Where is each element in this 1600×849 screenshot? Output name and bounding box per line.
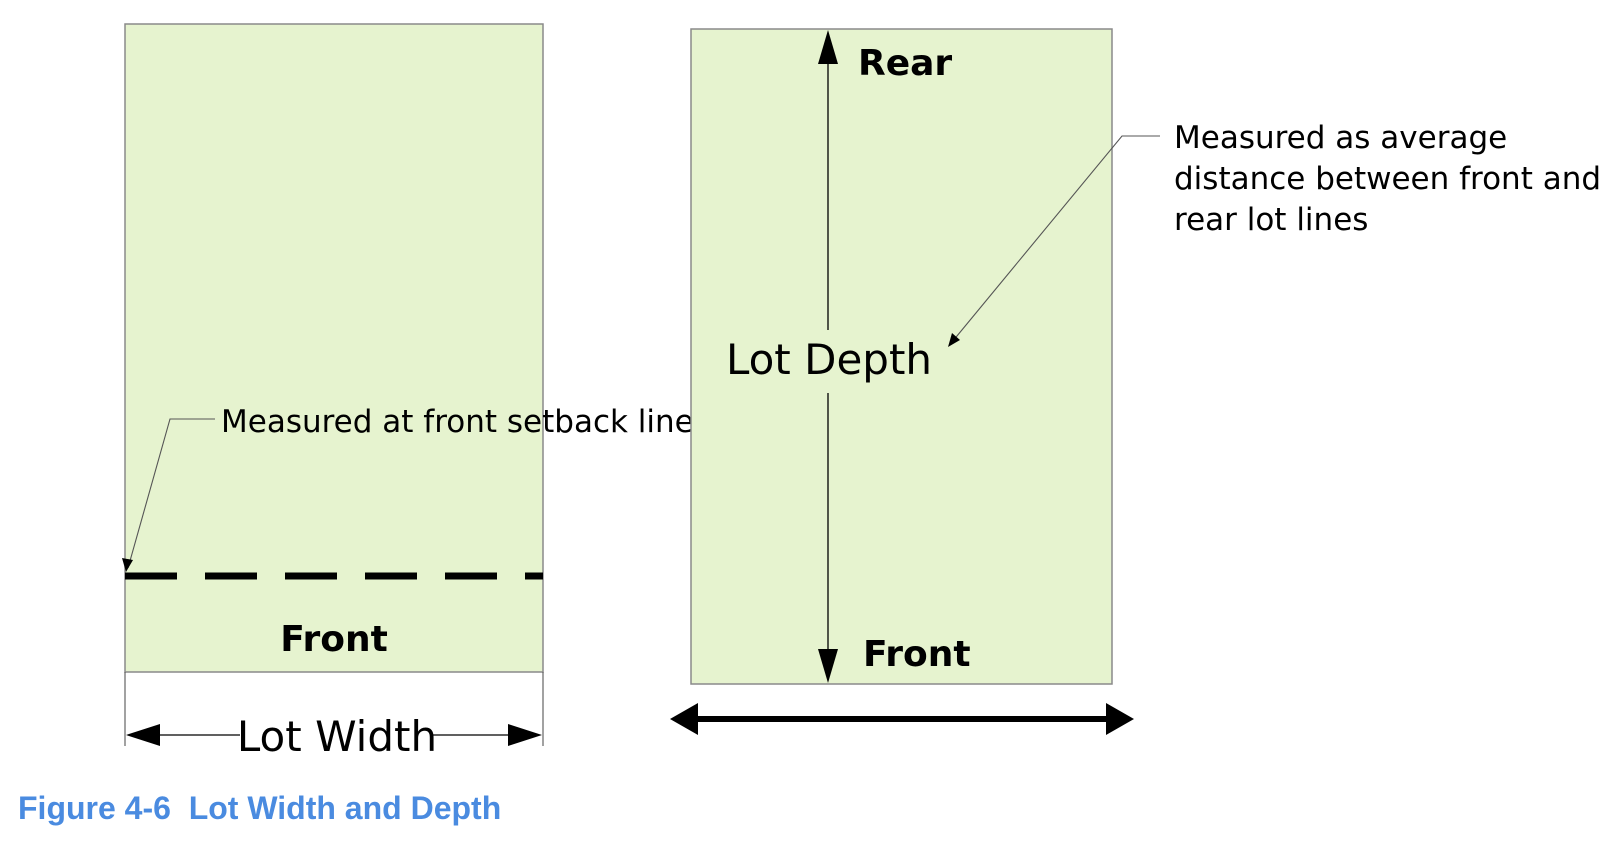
depth-note-line-2: distance between front and xyxy=(1174,161,1600,197)
lot-depth-figure: Rear Front Lot Depth Measured as average… xyxy=(670,28,1600,735)
depth-note: Measured as average distance between fro… xyxy=(1174,120,1600,238)
width-front-label: Front xyxy=(280,619,388,660)
depth-note-leader xyxy=(951,135,1160,343)
double-arrow-left-icon xyxy=(670,703,698,735)
lot-width-label: Lot Width xyxy=(237,712,437,761)
setback-note: Measured at front setback line xyxy=(221,404,694,440)
depth-rear-label: Rear xyxy=(858,43,952,84)
setback-leader-arrowhead xyxy=(122,558,133,572)
depth-arrow-up-icon xyxy=(818,30,838,64)
setback-note-leader xyxy=(127,418,215,569)
depth-arrow-down-icon xyxy=(818,649,838,683)
depth-note-line-3: rear lot lines xyxy=(1174,202,1368,238)
depth-front-label: Front xyxy=(863,634,971,675)
double-arrow-right-icon xyxy=(1106,703,1134,735)
lot-width-parcel xyxy=(124,23,544,673)
lot-depth-label: Lot Depth xyxy=(726,335,932,384)
lot-depth-parcel xyxy=(690,28,1113,685)
width-arrow-left-icon xyxy=(126,724,160,746)
depth-leader-arrowhead xyxy=(948,333,960,347)
figure-caption: Figure 4-6 Lot Width and Depth xyxy=(18,790,502,826)
lot-width-figure: Measured at front setback line Front Lot… xyxy=(122,23,694,761)
width-arrow-right-icon xyxy=(508,724,542,746)
depth-note-line-1: Measured as average xyxy=(1174,120,1507,156)
